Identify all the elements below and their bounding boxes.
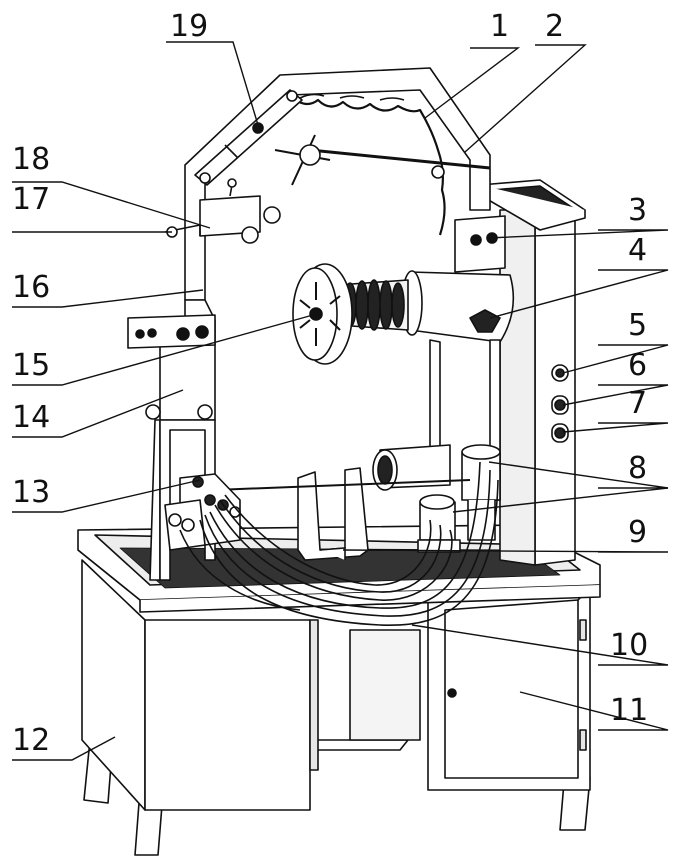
hoses (179, 461, 499, 626)
label-9: 9 (628, 515, 648, 550)
under-frame (349, 629, 421, 741)
control-buttons (551, 364, 569, 443)
label-2: 2 (545, 9, 565, 44)
crossbar (214, 479, 471, 491)
label-11: 11 (610, 693, 649, 728)
left-post (127, 299, 216, 581)
clamp-block (164, 178, 281, 244)
label-7: 7 (628, 386, 648, 421)
left-cabinet (81, 559, 319, 811)
label-16: 16 (12, 270, 51, 305)
label-1: 1 (490, 9, 510, 44)
cylinder-9 (417, 494, 461, 553)
label-18: 18 (12, 142, 51, 177)
bracket-3 (454, 215, 506, 273)
rod-assembly (274, 134, 491, 186)
label-8: 8 (628, 451, 648, 486)
label-4: 4 (628, 233, 648, 268)
arm-19 (194, 89, 303, 186)
right-column (479, 179, 586, 566)
center-support (297, 467, 369, 561)
wheel-disc (292, 263, 353, 365)
label-3: 3 (628, 193, 648, 228)
label-19: 19 (170, 9, 209, 44)
label-14: 14 (12, 400, 51, 435)
label-10: 10 (610, 628, 649, 663)
label-15: 15 (12, 348, 51, 383)
label-6: 6 (628, 348, 648, 383)
small-motor (372, 444, 451, 491)
right-cabinet (427, 587, 591, 791)
label-17: 17 (12, 182, 51, 217)
label-12: 12 (12, 723, 51, 758)
leader-lines (12, 41, 669, 761)
label-5: 5 (628, 308, 648, 343)
label-13: 13 (12, 475, 51, 510)
